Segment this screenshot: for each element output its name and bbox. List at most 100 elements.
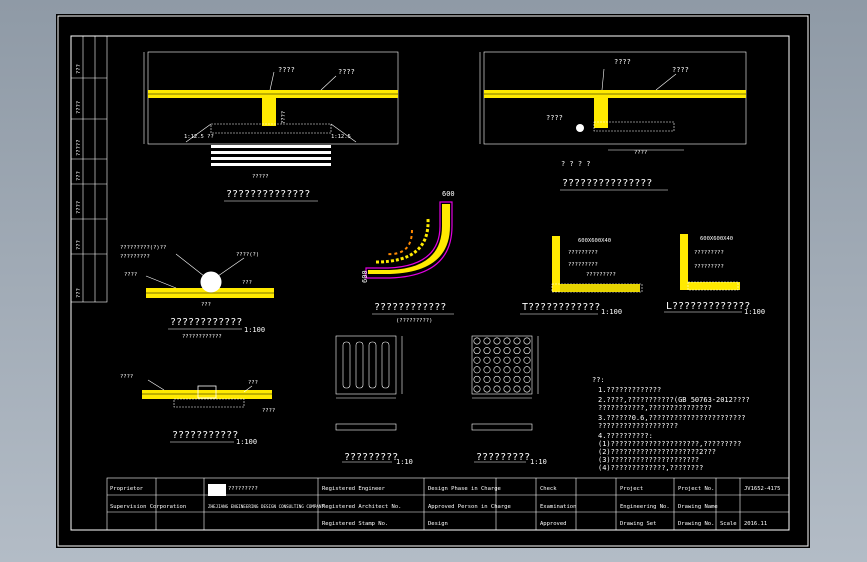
sidebar-cell: ????	[76, 101, 82, 114]
mid-l-detail[interactable]: 600X600X40 ????????? ????????? L????????…	[664, 234, 765, 316]
scale: 1:100	[601, 308, 622, 316]
label: ?????????	[568, 250, 598, 256]
dot	[493, 375, 501, 383]
label: ????	[338, 68, 355, 76]
label: ????	[124, 272, 137, 278]
note-line: (2)?????????????????????2???	[598, 448, 716, 456]
mid-center-detail[interactable]: 600 600 ???????????? (?????????)	[361, 190, 455, 324]
label: ?????????(?)??	[120, 245, 166, 251]
dot	[483, 347, 491, 355]
label: ?????????	[120, 254, 150, 260]
label: ?????????	[694, 264, 724, 270]
cad-drawing-viewport[interactable]: ??? ???? ????? ??? ???? ??? ??? ???? ???…	[56, 14, 810, 548]
note-line: (1)?????????????????????,?????????	[598, 440, 741, 448]
label: ?????????	[568, 262, 598, 268]
label: ???	[201, 302, 211, 308]
plan-top-right[interactable]: ???? ???? ???? ???? ? ? ? ? ????????????…	[479, 51, 747, 191]
sidebar-cell: ???	[76, 240, 82, 250]
dot	[483, 375, 491, 383]
subtitle: ????????????	[182, 334, 222, 340]
subtitle: (?????????)	[396, 318, 432, 324]
label: ????	[546, 114, 563, 122]
project-no: JV1652-4175	[744, 486, 780, 492]
dot	[513, 385, 521, 393]
label: ????	[614, 58, 631, 66]
note-line: (3)?????????????????????	[598, 456, 699, 464]
dot	[493, 347, 501, 355]
dot	[493, 337, 501, 345]
drawing-title: ?????????	[344, 452, 398, 463]
slope-label: 1:12.5	[331, 134, 351, 140]
date: 2016.11	[744, 521, 767, 527]
dot	[503, 366, 511, 374]
size-label: 600X600X40	[700, 236, 733, 242]
dot	[503, 337, 511, 345]
note-line: 3.??????0.6,???????????????????????	[598, 414, 746, 422]
project: Project	[620, 486, 643, 492]
bottom-left-detail[interactable]: ???? ??? ???? ??????????? 1:100	[120, 374, 275, 446]
drawing-title: ???????????	[172, 430, 238, 441]
label: ???	[248, 380, 258, 386]
dot-grid	[473, 337, 531, 393]
dot	[513, 366, 521, 374]
dot	[513, 375, 521, 383]
scale: 1:100	[244, 326, 265, 334]
mid-left-detail[interactable]: ?????????(?)?? ????????? ????(?) ???? ??…	[120, 245, 274, 340]
plan-top-left[interactable]: ???? ???? 1:12.5 ?? 1:12.5 ???? ????? ??…	[143, 51, 399, 202]
dim-label: 600	[442, 190, 455, 198]
label: ????	[262, 408, 275, 414]
dim-label: ????	[634, 150, 647, 156]
dot	[473, 356, 481, 364]
label: ????	[672, 66, 689, 74]
notes-block: ??: 1.????????????? 2.????,???????????(G…	[592, 376, 750, 472]
dot	[523, 385, 531, 393]
dot	[473, 347, 481, 355]
dot	[523, 356, 531, 364]
dot	[503, 347, 511, 355]
dot	[473, 375, 481, 383]
dot	[513, 337, 521, 345]
scale: 1:10	[396, 458, 413, 466]
dot	[503, 356, 511, 364]
note: ? ? ? ?	[561, 160, 591, 168]
tactile-strip	[594, 98, 608, 128]
dot	[483, 356, 491, 364]
supervision-label: Supervision Corporation	[110, 504, 186, 510]
note-line: 1.?????????????	[598, 386, 661, 394]
drawing-title: L?????????????	[666, 301, 750, 312]
title-block: Proprietor Supervision Corporation ?????…	[106, 477, 790, 531]
dot	[523, 366, 531, 374]
sidebar-cell: ???	[76, 171, 82, 181]
dot	[523, 347, 531, 355]
dim-label: 600	[361, 270, 369, 283]
outer-frame	[57, 15, 809, 547]
dot	[483, 337, 491, 345]
bottom-dot-tile[interactable]: ????????? 1:10	[471, 335, 547, 466]
slope-label: 1:12.5 ??	[184, 134, 214, 140]
drawing-title: ?????????	[476, 452, 530, 463]
approved: Approved	[540, 521, 567, 527]
dot	[503, 385, 511, 393]
dot	[493, 366, 501, 374]
reg-architect: Registered Architect No.	[322, 504, 401, 510]
sidebar-cell: ????	[76, 201, 82, 214]
tactile-strip	[262, 98, 276, 126]
sidebar-cell: ???	[76, 288, 82, 298]
left-sidebar: ??? ???? ????? ??? ???? ??? ???	[70, 35, 108, 303]
notes-heading: ??:	[592, 376, 605, 384]
mid-t-detail[interactable]: 600X600X40 ????????? ????????? ?????????…	[520, 236, 643, 316]
drawing-name: Drawing Name	[678, 504, 718, 510]
bottom-strip-tile[interactable]: ????????? 1:10	[335, 335, 413, 466]
dot	[483, 385, 491, 393]
dot	[523, 337, 531, 345]
label: ????	[278, 66, 295, 74]
note-line: ???????????,???????????????	[598, 404, 712, 412]
drawing-no: Drawing No.	[678, 521, 714, 527]
company-en: ZHEJIANG ENGINEERING DESIGN CONSULTING C…	[208, 504, 324, 509]
dot	[473, 385, 481, 393]
dot	[473, 366, 481, 374]
label: ?????????	[586, 272, 616, 278]
dot	[493, 356, 501, 364]
sidebar-cell: ?????	[76, 139, 82, 156]
label: ????	[120, 374, 133, 380]
